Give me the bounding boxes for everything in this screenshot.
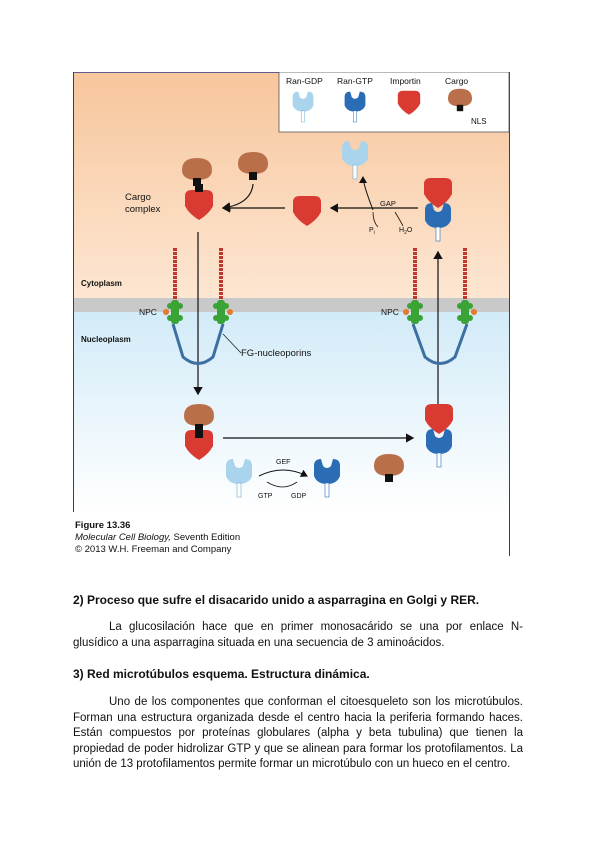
- figure-copyright: © 2013 W.H. Freeman and Company: [75, 544, 232, 555]
- gdp-out-label: GDP: [291, 493, 307, 500]
- nucleoplasm-label: Nucleoplasm: [81, 335, 131, 344]
- gef-label: GEF: [276, 459, 290, 466]
- figure-number: Figure 13.36: [75, 520, 130, 531]
- pi-label: Pi: [369, 227, 375, 236]
- legend-ran-gdp: Ran-GDP: [286, 76, 323, 86]
- legend-nls: NLS: [471, 117, 487, 126]
- npc-left: [163, 300, 233, 365]
- gap-label: GAP: [380, 199, 396, 208]
- legend-cargo: Cargo: [445, 76, 468, 86]
- section-3-body: Uno de los componentes que conforman el …: [73, 696, 523, 770]
- cargo-complex-label-1: Cargo: [125, 192, 151, 203]
- section-2-title: 2) Proceso que sufre el disacarido unido…: [73, 593, 480, 607]
- nuclear-export-figure: Ran-GDP Ran-GTP Importin Cargo NLS Cargo…: [73, 72, 510, 556]
- section-2-body: La glucosilación hace que en primer mono…: [73, 621, 523, 649]
- npc-right: [403, 300, 477, 365]
- legend-box: Ran-GDP Ran-GTP Importin Cargo NLS: [278, 72, 510, 133]
- cytoplasm-label: Cytoplasm: [81, 279, 122, 288]
- figure-book: Molecular Cell Biology, Seventh Edition: [75, 532, 240, 543]
- npc-left-label: NPC: [139, 307, 157, 317]
- legend-importin: Importin: [390, 76, 421, 86]
- npc-right-label: NPC: [381, 307, 399, 317]
- legend-ran-gtp: Ran-GTP: [337, 76, 373, 86]
- gtp-in-label: GTP: [258, 493, 273, 500]
- fg-nucleoporins-label: FG-nucleoporins: [241, 348, 311, 359]
- section-3-title: 3) Red microtúbulos esquema. Estructura …: [73, 667, 370, 681]
- nuclear-membrane: [73, 298, 510, 312]
- h2o-label: H2O: [399, 227, 413, 236]
- fg-filaments: [173, 248, 467, 302]
- cargo-complex-label-2: complex: [125, 204, 161, 215]
